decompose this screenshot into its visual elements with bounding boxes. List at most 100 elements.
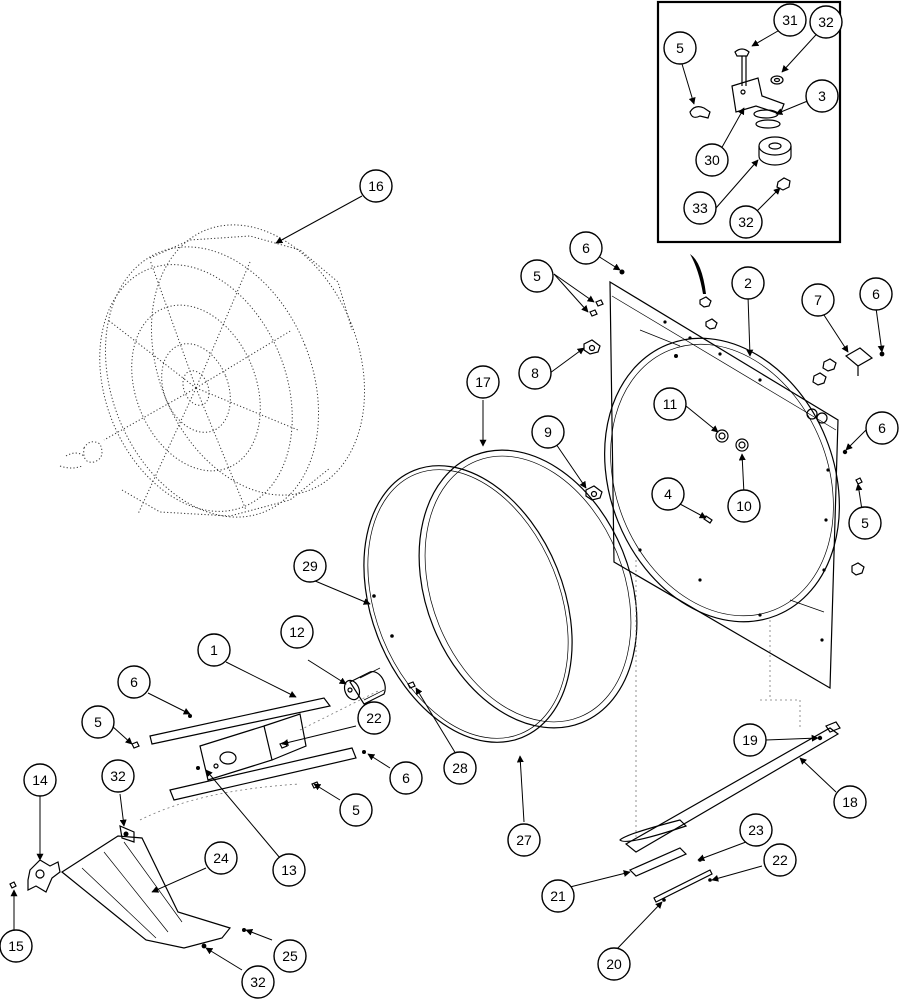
callout-6: 6	[117, 665, 151, 699]
callout-32-label: 32	[110, 768, 126, 784]
detail-inset	[656, 0, 842, 244]
callout-6-label: 6	[582, 240, 590, 256]
callout-1-label: 1	[210, 642, 218, 658]
callout-10-label: 10	[736, 498, 752, 514]
callout-5-label: 5	[94, 714, 102, 730]
callout-16-label: 16	[368, 178, 384, 194]
callout-27: 27	[507, 823, 541, 857]
callout-22-label: 22	[366, 710, 382, 726]
callout-6: 6	[865, 411, 899, 445]
blower-housing	[9, 783, 301, 949]
callout-18-label: 18	[842, 794, 858, 810]
callout-32-label: 32	[818, 14, 834, 30]
callout-2: 2	[731, 266, 765, 300]
callout-5: 5	[520, 259, 554, 293]
callout-15: 15	[0, 929, 33, 963]
callout-9-label: 9	[544, 424, 552, 440]
idler-linkage	[619, 560, 841, 903]
callout-24-label: 24	[213, 850, 229, 866]
callout-14-label: 14	[32, 772, 48, 788]
callout-2-label: 2	[744, 275, 752, 291]
callout-6: 6	[859, 277, 893, 311]
callout-8: 8	[518, 356, 552, 390]
callout-4: 4	[651, 477, 685, 511]
callout-1: 1	[197, 633, 231, 667]
callout-25-label: 25	[282, 948, 298, 964]
callout-29-label: 29	[302, 558, 318, 574]
callout-7: 7	[801, 283, 835, 317]
callout-6-label: 6	[402, 770, 410, 786]
callout-33: 33	[683, 191, 717, 225]
panel-hardware	[583, 269, 885, 576]
callout-22: 22	[357, 701, 391, 735]
callout-23: 23	[739, 813, 773, 847]
callout-17-label: 17	[475, 374, 491, 390]
callout-12-label: 12	[289, 624, 305, 640]
callout-28-label: 28	[452, 760, 468, 776]
callout-5: 5	[663, 31, 697, 65]
callout-5-label: 5	[676, 40, 684, 56]
callout-22: 22	[763, 843, 797, 877]
bulkhead-panel	[604, 280, 840, 690]
callout-24: 24	[204, 841, 238, 875]
callout-13: 13	[272, 853, 306, 887]
callout-28: 28	[443, 751, 477, 785]
callout-25: 25	[273, 939, 307, 973]
callout-14: 14	[23, 763, 57, 797]
callout-6-label: 6	[878, 420, 886, 436]
callout-17: 17	[466, 365, 500, 399]
callout-27-label: 27	[516, 832, 532, 848]
callout-32: 32	[101, 759, 135, 793]
callout-13-label: 13	[281, 862, 297, 878]
drum-ring	[363, 449, 638, 743]
callout-5-label: 5	[861, 515, 869, 531]
callout-18: 18	[833, 785, 867, 819]
callout-11: 11	[653, 387, 687, 421]
callout-5-label: 5	[352, 802, 360, 818]
callout-20: 20	[597, 947, 631, 981]
callout-32-label: 32	[250, 974, 266, 990]
callout-22-label: 22	[772, 852, 788, 868]
callout-4-label: 4	[664, 486, 672, 502]
inset-pointer	[690, 254, 706, 294]
callout-5: 5	[848, 506, 882, 540]
callout-10: 10	[727, 489, 761, 523]
callout-3: 3	[805, 79, 839, 113]
motor	[343, 667, 386, 705]
callout-20-label: 20	[606, 956, 622, 972]
callout-29: 29	[293, 549, 327, 583]
callout-32: 32	[809, 5, 843, 39]
callout-11-label: 11	[663, 396, 678, 412]
callout-6: 6	[389, 761, 423, 795]
callout-23-label: 23	[748, 822, 764, 838]
leader-lines	[10, 23, 885, 971]
callout-33-label: 33	[692, 200, 708, 216]
callout-6-label: 6	[872, 286, 880, 302]
callout-12: 12	[280, 615, 314, 649]
callout-19-label: 19	[742, 732, 758, 748]
callout-bubbles: 1 2 3 4 5 5 5 5 5 6 6 6 6 6 7 8 9 10 11 …	[0, 3, 899, 999]
callout-31-label: 31	[782, 12, 798, 28]
callout-31: 31	[773, 3, 807, 37]
callout-32-label: 32	[738, 214, 754, 230]
callout-6: 6	[569, 231, 603, 265]
callout-21: 21	[541, 879, 575, 913]
callout-5: 5	[81, 705, 115, 739]
callout-19: 19	[733, 723, 767, 757]
wire-basket	[59, 224, 366, 518]
callout-5-label: 5	[533, 268, 541, 284]
callout-6-label: 6	[130, 674, 138, 690]
callout-3-label: 3	[818, 88, 826, 104]
callout-32: 32	[241, 965, 275, 999]
callout-32: 32	[729, 205, 763, 239]
callout-9: 9	[531, 415, 565, 449]
callout-21-label: 21	[550, 888, 566, 904]
callout-30: 30	[695, 143, 729, 177]
callout-5: 5	[339, 793, 373, 827]
callout-16: 16	[359, 169, 393, 203]
support-bracket	[131, 689, 381, 801]
callout-8-label: 8	[531, 365, 539, 381]
callout-15-label: 15	[8, 938, 24, 954]
callout-30-label: 30	[704, 152, 720, 168]
